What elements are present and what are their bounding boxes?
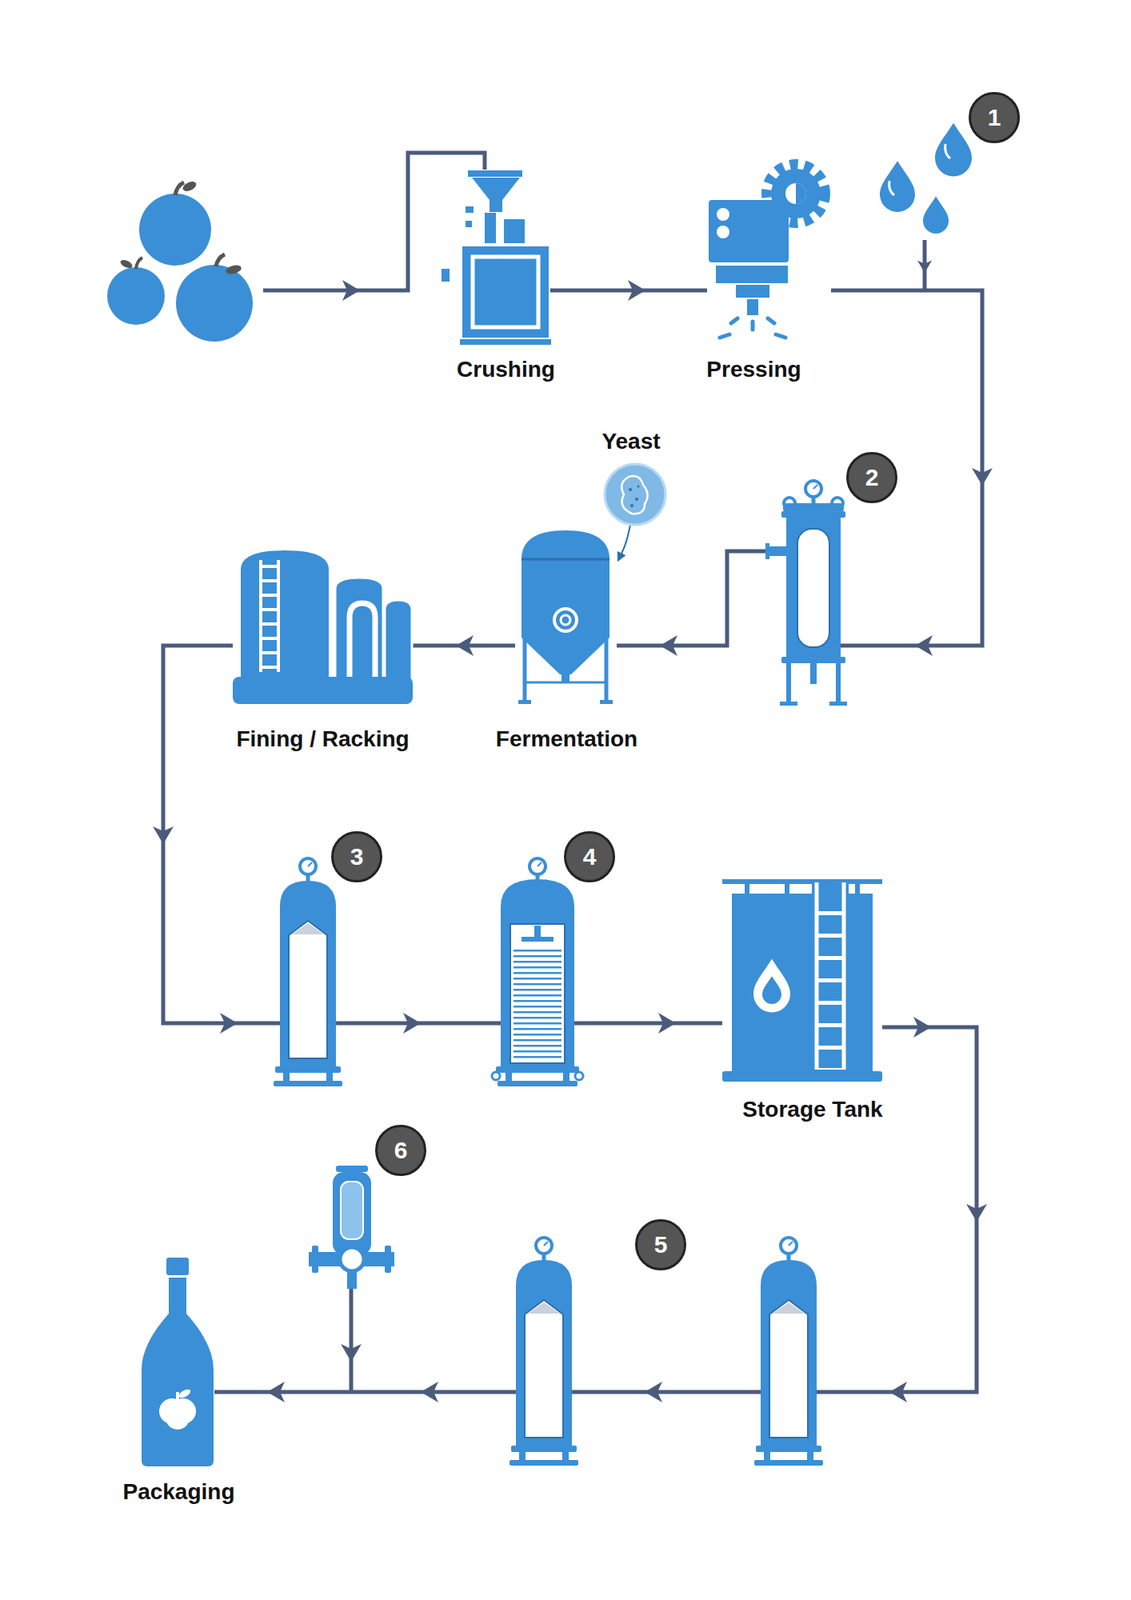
fermentation-tank (518, 530, 613, 704)
step-label: Fermentation (495, 726, 638, 752)
flow-connector (616, 290, 993, 656)
flow-connector (618, 524, 631, 560)
flow-connector (412, 635, 516, 656)
process-node: Fining / Racking (232, 543, 413, 704)
apples-icon (107, 179, 253, 342)
bag-filter (765, 480, 848, 706)
flow-line (163, 645, 723, 1024)
flow-connector (550, 279, 708, 301)
flow-arrowhead (644, 1381, 663, 1403)
flow-arrowhead (889, 1381, 908, 1403)
cartridge-filter (509, 1237, 579, 1466)
callout-number: 3 (331, 831, 383, 883)
callout-number: 1 (968, 91, 1020, 144)
flow-arrowhead (915, 635, 933, 656)
flow-line (550, 288, 708, 293)
callout-number: 6 (375, 1124, 427, 1176)
storage-tank (722, 879, 883, 1082)
step-label: Storage Tank (742, 1096, 883, 1123)
step-label: Crushing (456, 356, 556, 383)
bottle-icon (141, 1257, 214, 1467)
flow-arrowhead (152, 826, 174, 844)
process-node: Pressing (707, 160, 832, 342)
press-machine (708, 164, 825, 338)
water-drops (879, 123, 972, 234)
step-label: Fining / Racking (235, 726, 409, 752)
flow-arrowhead (658, 1012, 676, 1034)
callout-number: 2 (846, 451, 898, 504)
feed-line (263, 152, 932, 1392)
step-label: Yeast (601, 428, 660, 455)
callout-number: 4 (563, 831, 616, 883)
crusher-machine (441, 170, 552, 345)
flow-arrowhead (659, 635, 678, 656)
flow-arrowhead (455, 635, 474, 656)
flow-arrowhead (403, 1012, 421, 1034)
flow-arrowhead (966, 1203, 988, 1222)
fining-tanks (232, 550, 413, 704)
plate-filter (491, 858, 584, 1087)
cartridge-filter (273, 858, 343, 1087)
flow-arrowhead (913, 1016, 932, 1038)
flow-arrowhead (267, 1381, 285, 1403)
flow-arrowhead (420, 1381, 439, 1403)
flow-arrowhead (627, 279, 646, 301)
cartridge-filter (754, 1237, 824, 1466)
flow-arrowhead (219, 1012, 238, 1034)
step-label: Packaging (122, 1478, 235, 1505)
process-node: Packaging (139, 1257, 215, 1467)
process-node: Crushing (443, 147, 551, 347)
step-label: Pressing (706, 356, 801, 383)
process-node: Storage Tank (722, 879, 883, 1082)
flow-connector (152, 645, 723, 1034)
process-node: Yeast (604, 463, 666, 525)
yeast-icon (604, 463, 666, 525)
inline-filter (308, 1165, 395, 1289)
flow-arrowhead (971, 467, 993, 486)
flow-line (618, 524, 631, 560)
callout-number: 5 (635, 1218, 687, 1271)
process-node: Fermentation (515, 525, 617, 704)
